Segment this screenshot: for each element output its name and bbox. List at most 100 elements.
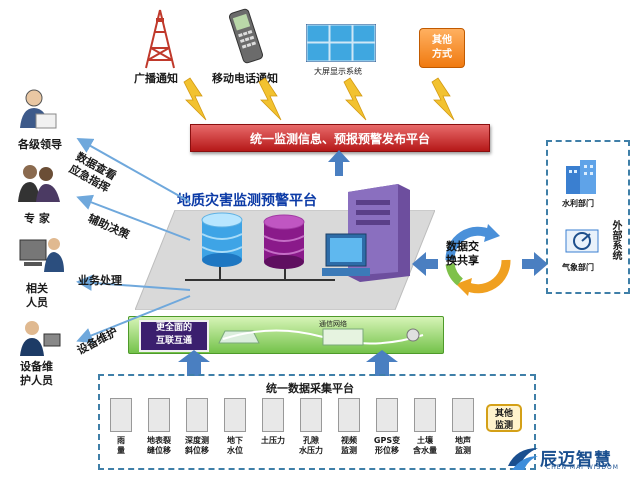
sensor-label: 孔隙水压力 [294, 436, 328, 456]
sensor-label-line2: 水压力 [299, 446, 323, 455]
leaders-label: 各级领导 [18, 138, 62, 151]
right-arrow-icon [522, 252, 548, 276]
data-exchange-cycle-icon [445, 224, 511, 296]
broadcast-tower-icon [145, 9, 175, 69]
data-share-line1: 数据交 [446, 240, 479, 253]
collection-platform-box [98, 374, 536, 470]
sensor-label: 土压力 [256, 436, 290, 446]
collection-title: 统一数据采集平台 [266, 382, 354, 395]
sensor-label: 雨量 [104, 436, 138, 456]
sensor-image [110, 398, 132, 432]
other-method-line1: 其他 [432, 35, 452, 46]
video-wall-icon [306, 24, 376, 62]
up-arrows-collection [178, 350, 398, 376]
weather-dept-label: 气象部门 [562, 263, 594, 272]
up-arrow-icon [366, 350, 398, 376]
sensor-label-line1: 地表裂 [147, 436, 171, 445]
sensor-image [262, 398, 284, 432]
sensor-label-line1: 土压力 [261, 436, 285, 445]
database-blue-icon [201, 212, 243, 267]
staff-label: 相关 人员 [26, 282, 48, 310]
weather-dept-dish-icon [565, 229, 599, 253]
staff-label-line1: 相关 [26, 282, 48, 295]
platform-title: 地质灾害监测预警平台 [177, 193, 317, 209]
sensor-label-line1: 孔隙 [303, 436, 319, 445]
exchange-arrows [412, 252, 548, 276]
sensor-label: 地下水位 [218, 436, 252, 456]
network-label: 通信网络 [319, 320, 347, 328]
maintenance-person-icon [20, 321, 61, 356]
sensor-label: 深度测斜位移 [180, 436, 214, 456]
sensor-label-line2: 水位 [227, 446, 243, 455]
water-dept-building-icon [566, 160, 596, 194]
sensor-label: 地声监测 [446, 436, 480, 456]
sensor-label-line2: 缝位移 [147, 446, 171, 455]
staff-label-line2: 人员 [26, 296, 48, 309]
water-dept-label: 水利部门 [562, 199, 594, 208]
sensor-label-line1: 雨 [117, 436, 125, 445]
logo-english: CHEN MAI WISDOM [546, 464, 619, 471]
up-arrow-icon [328, 150, 350, 176]
sensor-label-line2: 含水量 [413, 446, 437, 455]
sensor-label-line1: GPS变 [373, 436, 401, 445]
experts-group-icon [18, 165, 60, 202]
broadcast-label: 广播通知 [134, 72, 178, 85]
other-monitoring-line2: 监测 [494, 421, 513, 431]
sensor-label-line1: 视频 [341, 436, 357, 445]
chenmai-logo-icon [508, 448, 538, 470]
sensor-image [186, 398, 208, 432]
sensor-label-line2: 监测 [455, 446, 471, 455]
interconnect-tag-line2: 互联互通 [155, 336, 192, 346]
data-share-line2: 换共享 [446, 254, 479, 267]
left-arrow-icon [412, 252, 438, 276]
maintenance-label-line1: 设备维 [20, 360, 53, 373]
sensor-image [452, 398, 474, 432]
sensor-image [224, 398, 246, 432]
sensor-label-line1: 土壤 [417, 436, 433, 445]
logo-chinese: 辰迈智慧 [540, 450, 612, 470]
mobile-phone-icon [228, 8, 264, 64]
sensor-image [376, 398, 398, 432]
experts-label: 专 家 [24, 212, 50, 225]
other-monitoring-box: 其他 监测 [486, 404, 522, 432]
sensor-label-line1: 地声 [455, 436, 471, 445]
sensor-image [300, 398, 322, 432]
sensor-label-line2: 量 [117, 446, 125, 455]
lightning-bolts [183, 77, 455, 121]
up-arrow-icon [178, 350, 210, 376]
sensor-label-line1: 地下 [227, 436, 243, 445]
lightning-icon [183, 77, 207, 121]
sensor-label: GPS变形位移 [370, 436, 404, 456]
user-flow-arrows [76, 138, 191, 343]
interconnect-tag: 更全面的 互联互通 [139, 320, 209, 352]
lightning-icon [343, 77, 367, 121]
flow-arrow-experts [76, 194, 191, 241]
publish-platform-banner: 统一监测信息、预报预警发布平台 [190, 124, 490, 152]
sensor-label-line2: 斜位移 [185, 446, 209, 455]
external-systems-title: 外部系统 [610, 220, 621, 260]
sensor-label-line2: 监测 [341, 446, 357, 455]
leader-person-icon [20, 89, 57, 129]
database-purple-icon [263, 214, 305, 269]
sensor-label: 土壤含水量 [408, 436, 442, 456]
flow-arrow-staff [76, 274, 191, 291]
sensor-label: 地表裂缝位移 [142, 436, 176, 456]
interconnect-tag-line1: 更全面的 [155, 323, 192, 333]
other-method-box: 其他 方式 [419, 28, 465, 68]
other-method-line2: 方式 [432, 49, 452, 60]
data-share-label: 数据交 换共享 [446, 240, 479, 268]
sensor-label-line2: 形位移 [375, 446, 399, 455]
external-systems-box [546, 140, 630, 294]
maintenance-label-line2: 护人员 [20, 374, 53, 387]
interconnect-bar: 更全面的 互联互通 通信网络 [128, 316, 444, 354]
flow-arrow-maintenance [76, 295, 191, 343]
network-graphic [218, 328, 424, 346]
sensor-image [338, 398, 360, 432]
other-monitoring-line1: 其他 [494, 409, 513, 419]
lightning-icon [258, 77, 282, 121]
flow-arrow-leaders [76, 138, 191, 203]
sensor-label: 视频监测 [332, 436, 366, 456]
bigscreen-label: 大屏显示系统 [314, 67, 362, 76]
sensor-label-line1: 深度测 [185, 436, 209, 445]
sensor-image [148, 398, 170, 432]
